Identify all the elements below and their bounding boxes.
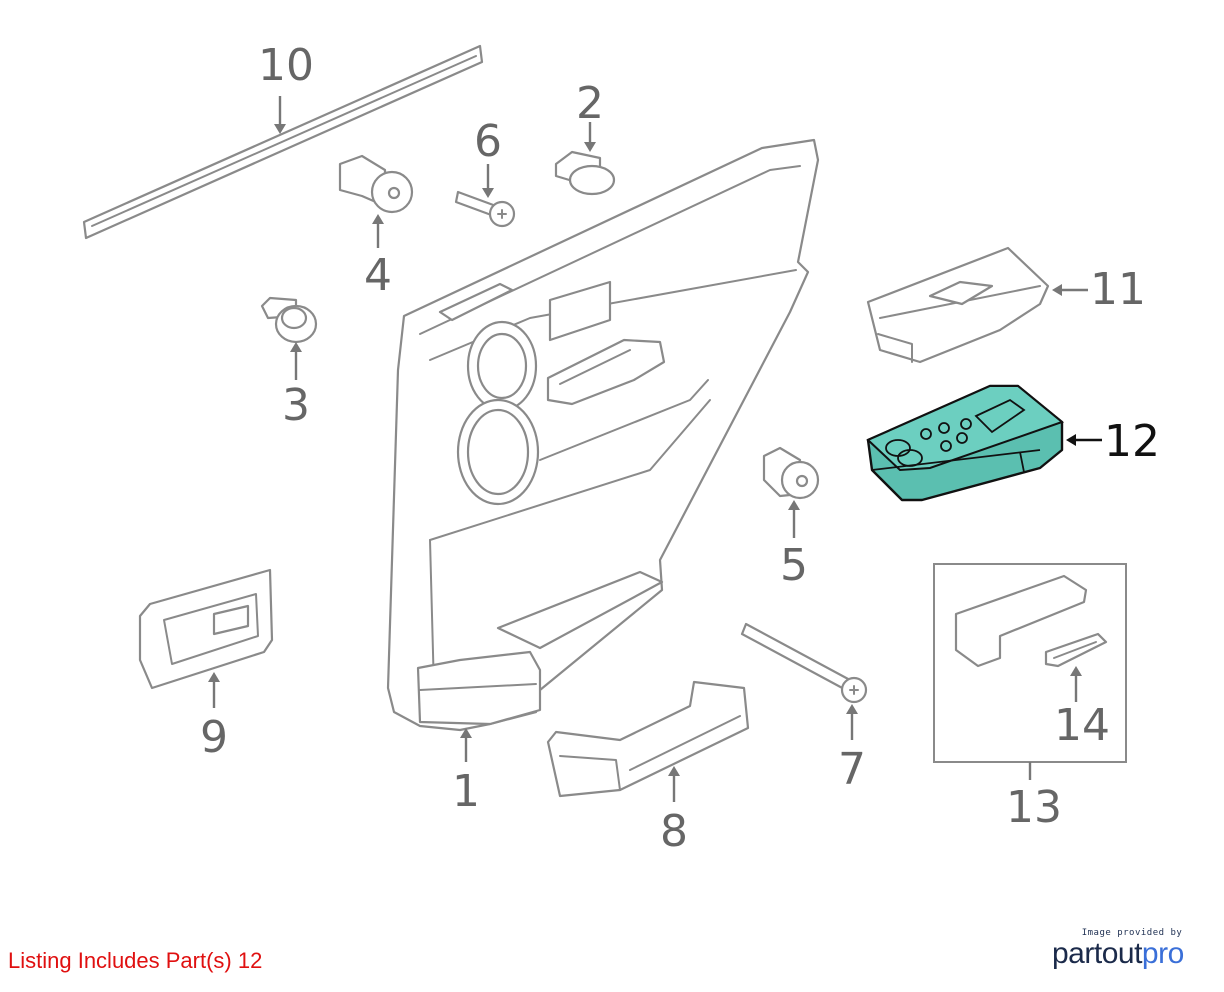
listing-prefix: Listing Includes Part(s) [8, 948, 232, 973]
callout-11: 11 [1090, 264, 1146, 315]
part-1-door-trim-panel [386, 138, 820, 732]
callout-3: 3 [282, 380, 310, 431]
part-3-push-pin [260, 296, 318, 344]
image-provided-by: Image provided by [1081, 928, 1183, 938]
callout-2: 2 [576, 78, 604, 129]
part-12-window-switch [866, 384, 1065, 502]
callout-14: 14 [1054, 700, 1110, 751]
callout-1: 1 [452, 766, 480, 817]
callout-7: 7 [838, 744, 866, 795]
part-7-screw [740, 622, 868, 704]
part-9-door-handle [138, 568, 274, 690]
callout-8: 8 [660, 806, 688, 857]
listing-parts: 12 [237, 948, 263, 973]
callout-arrows [208, 96, 1102, 802]
callout-12: 12 [1104, 416, 1160, 467]
callout-5: 5 [780, 540, 808, 591]
brand-name: partoutpro [1052, 937, 1184, 970]
part-2-plug [554, 150, 616, 196]
part-8-pull-handle [546, 680, 750, 798]
part-4-clip [338, 154, 414, 214]
callout-9: 9 [200, 712, 228, 763]
part-6-screw [454, 190, 516, 228]
callout-13: 13 [1006, 782, 1062, 833]
callout-4: 4 [364, 250, 392, 301]
listing-includes-note: Listing Includes Part(s) 12 [8, 948, 262, 974]
part-5-clip [762, 446, 820, 500]
callout-6: 6 [474, 116, 502, 167]
part-11-switch-bezel [866, 246, 1050, 364]
part-10-belt-molding [82, 44, 484, 240]
partoutpro-logo: Image provided by partoutpro [1052, 928, 1212, 970]
callout-10: 10 [258, 40, 314, 91]
part-13-kit-box [933, 563, 1127, 763]
